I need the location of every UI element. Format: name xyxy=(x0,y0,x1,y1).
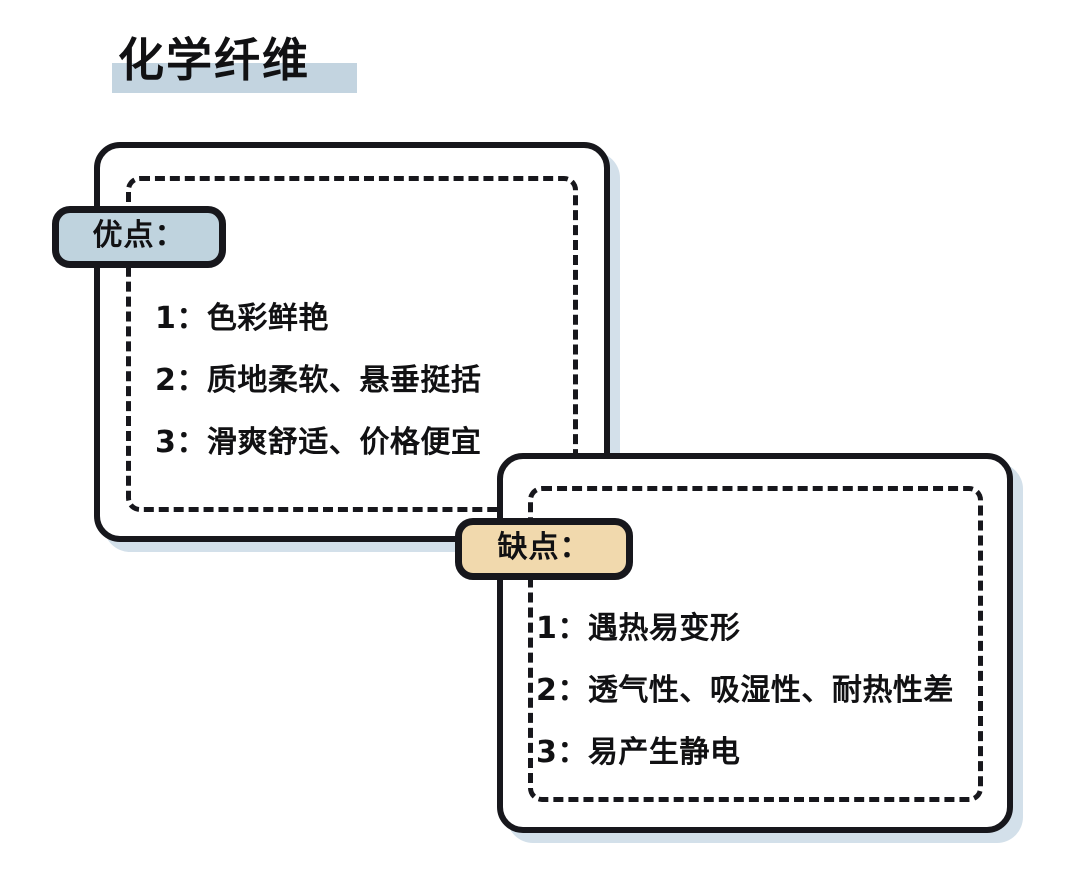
cons-list: 1：遇热易变形 2：透气性、吸湿性、耐热性差 3：易产生静电 xyxy=(536,614,954,800)
page-title-block: 化学纤维 xyxy=(108,24,528,102)
list-item: 3：滑爽舒适、价格便宜 xyxy=(155,425,482,460)
list-item: 1：遇热易变形 xyxy=(536,611,741,646)
cons-card xyxy=(497,453,1013,833)
list-item: 2：透气性、吸湿性、耐热性差 xyxy=(536,673,954,708)
pros-badge: 优点： xyxy=(52,206,226,268)
list-item: 3：易产生静电 xyxy=(536,735,741,770)
list-item: 2：质地柔软、悬垂挺括 xyxy=(155,363,482,398)
cons-badge: 缺点： xyxy=(455,518,633,580)
list-item: 1：色彩鲜艳 xyxy=(155,301,329,336)
title-highlight-bar xyxy=(112,63,357,93)
pros-list: 1：色彩鲜艳 2：质地柔软、悬垂挺括 3：滑爽舒适、价格便宜 xyxy=(155,304,481,490)
cons-badge-label: 缺点： xyxy=(497,530,591,565)
pros-badge-label: 优点： xyxy=(92,218,186,253)
page-title: 化学纤维 xyxy=(118,33,310,87)
